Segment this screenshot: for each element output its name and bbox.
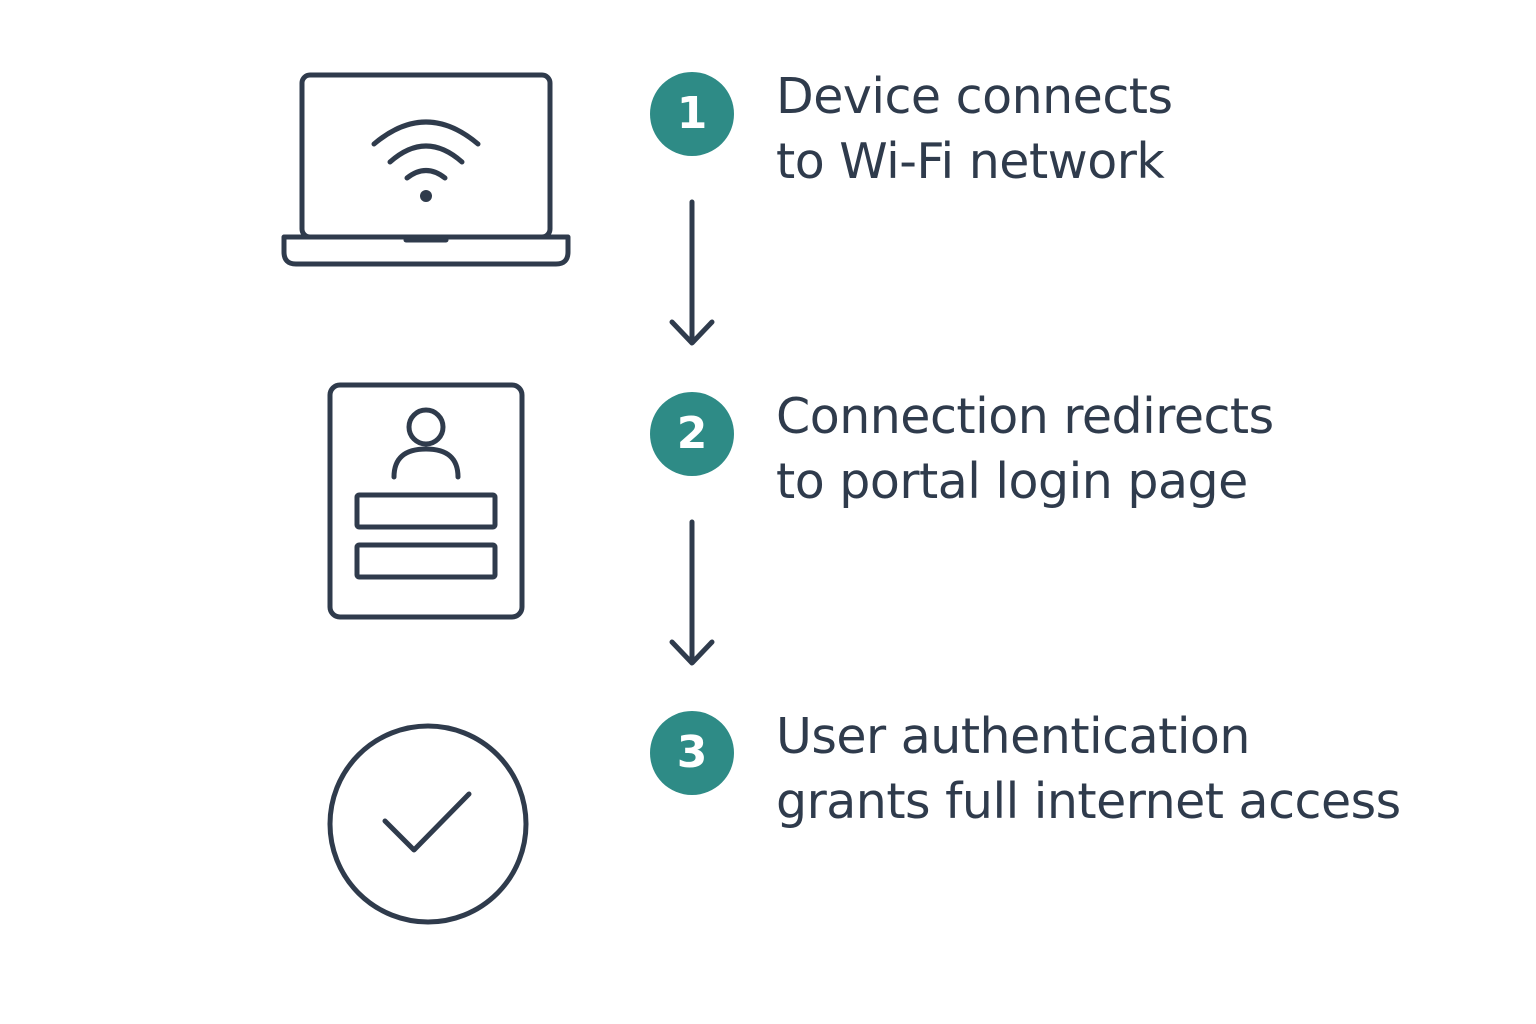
- step-number-badge-1: 1: [650, 72, 734, 156]
- step-description-line: Connection redirects: [776, 388, 1274, 445]
- step-description-line: Device connects: [776, 68, 1173, 125]
- step-description-line: User authentication: [776, 708, 1250, 765]
- step-number-badge-3: 3: [650, 711, 734, 795]
- step-description-2: Connection redirects to portal login pag…: [776, 384, 1274, 514]
- down-arrow-icon-2: [668, 518, 716, 670]
- step-number-badge-2: 2: [650, 392, 734, 476]
- laptop-wifi-icon: [280, 72, 574, 268]
- check-circle-icon: [324, 720, 532, 928]
- step-description-1: Device connects to Wi-Fi network: [776, 64, 1173, 194]
- step-description-3: User authentication grants full internet…: [776, 704, 1401, 834]
- step-description-line: to Wi-Fi network: [776, 133, 1165, 190]
- step-description-line: grants full internet access: [776, 773, 1401, 830]
- down-arrow-icon-1: [668, 198, 716, 350]
- login-form-icon: [326, 381, 526, 621]
- step-description-line: to portal login page: [776, 453, 1248, 510]
